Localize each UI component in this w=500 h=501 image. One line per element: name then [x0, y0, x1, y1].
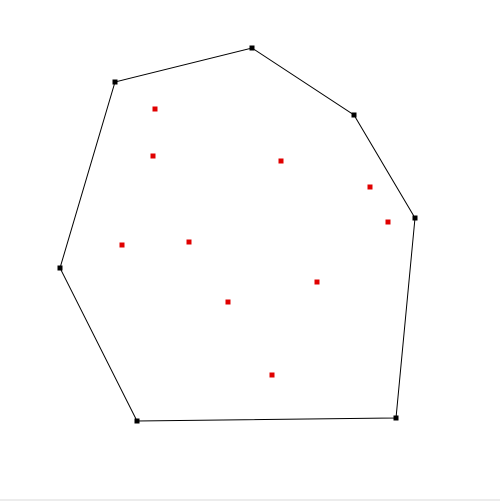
hull-vertex-7: [112, 79, 118, 85]
interior-point-5: [385, 219, 391, 225]
hull-vertices-layer: [57, 45, 418, 424]
hull-outline: [59, 47, 416, 422]
interior-point-7: [186, 239, 192, 245]
hull-vertex-4: [393, 415, 399, 421]
interior-point-9: [225, 299, 231, 305]
interior-point-10: [269, 372, 275, 378]
hull-vertex-6: [57, 265, 63, 271]
hull-vertex-3: [412, 215, 418, 221]
hull-vertex-1: [249, 45, 255, 51]
interior-points-layer: [119, 106, 391, 378]
interior-point-6: [119, 242, 125, 248]
hull-outline-layer: [59, 47, 416, 422]
interior-point-1: [152, 106, 158, 112]
interior-point-4: [367, 184, 373, 190]
bottom-border: [0, 499, 500, 501]
interior-point-2: [150, 153, 156, 159]
hull-vertex-2: [351, 112, 357, 118]
interior-point-8: [314, 279, 320, 285]
hull-vertex-5: [134, 418, 140, 424]
interior-point-3: [278, 158, 284, 164]
